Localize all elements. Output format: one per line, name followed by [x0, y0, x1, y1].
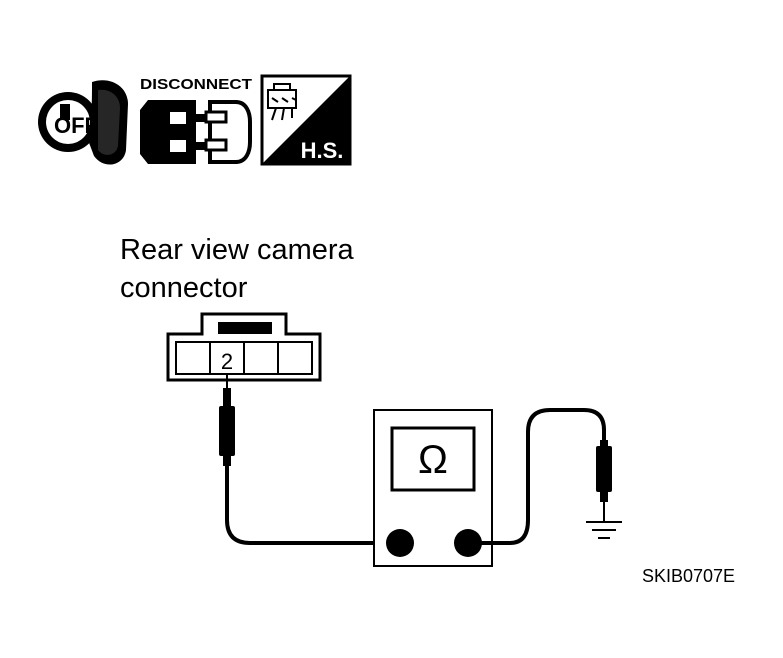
ohmmeter-display [390, 426, 476, 492]
connector-title-line2: connector [120, 272, 248, 304]
ignition-off-label: OFF [54, 113, 98, 138]
connector-terminal-number: 2 [221, 349, 233, 374]
ground-icon [586, 518, 622, 539]
probe-right [596, 440, 612, 518]
disconnect-icon: DISCONNECT [140, 76, 252, 164]
figure-code: SKIB0707E [642, 566, 736, 586]
connector-title-line1: Rear view camera [120, 234, 354, 266]
ohm-symbol: Ω [418, 438, 448, 482]
test-lead-right [468, 408, 606, 545]
ignition-off-icon: OFF [38, 80, 128, 165]
probe-left [219, 374, 235, 466]
hs-label: H.S. [301, 138, 344, 163]
harness-hs-icon: H.S. [260, 74, 352, 166]
ohmmeter-jack-left [386, 529, 414, 557]
disconnect-label: DISCONNECT [140, 76, 252, 93]
rear-view-camera-connector [166, 312, 322, 382]
ohmmeter [373, 409, 493, 567]
test-lead-left [225, 466, 400, 545]
